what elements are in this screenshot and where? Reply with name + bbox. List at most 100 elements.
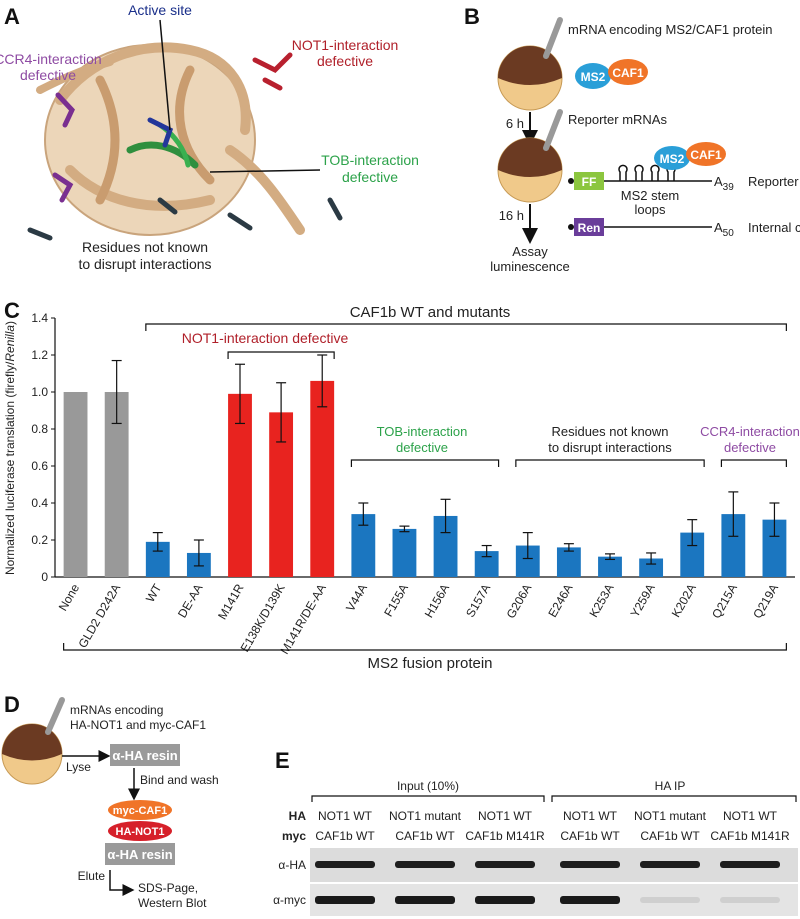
x-tick-label: DE-AA: [175, 582, 205, 621]
band-myc: [560, 896, 620, 904]
x-tick-label: Q219A: [750, 582, 781, 621]
caf1-protein: [608, 59, 648, 85]
protein-structure: [27, 42, 343, 241]
x-tick-label: None: [56, 581, 83, 613]
group-bracket: [145, 323, 787, 331]
band-ha: [720, 861, 780, 868]
mrnas-line1: mRNAs encoding: [70, 703, 163, 717]
resin-box-2: [105, 843, 175, 865]
a50-label: A50: [714, 220, 734, 239]
ren-label: Ren: [578, 221, 601, 235]
myc-caf1-protein: [108, 800, 172, 820]
lane-myc-label: CAF1b WT: [560, 829, 620, 843]
band-myc: [640, 897, 700, 903]
blot-myc: [310, 884, 798, 916]
reporter-mrnas-label: Reporter mRNAs: [568, 112, 667, 127]
not1-label-line1: NOT1-interaction: [292, 37, 399, 53]
y-tick-label: 0: [41, 570, 48, 584]
group-bracket: [350, 459, 500, 467]
input-label: Input (10%): [397, 779, 459, 793]
bar: [351, 514, 376, 577]
bar: [392, 528, 417, 577]
bar: [63, 392, 88, 577]
ms2-label-1: MS2: [581, 70, 606, 84]
bar: [310, 380, 335, 577]
x-tick-label: F155A: [381, 582, 411, 620]
group-tob-line1: TOB-interaction: [377, 424, 468, 439]
reporter-label: Reporter: [748, 174, 799, 189]
y-tick-label: 0.4: [31, 496, 48, 510]
panel-label-d: D: [4, 692, 20, 717]
lane-ha-label: NOT1 WT: [563, 809, 618, 823]
band-ha: [640, 861, 700, 868]
group-bracket: [720, 459, 787, 467]
bar: [639, 558, 664, 577]
group-other-line1: Residues not known: [551, 424, 668, 439]
bar: [145, 541, 170, 577]
x-tick-label: M141R: [215, 581, 247, 622]
y-tick-label: 1.2: [31, 348, 48, 362]
resin-label-1: α-HA resin: [112, 748, 177, 763]
bar: [556, 547, 581, 577]
lane-ha-label: NOT1 WT: [318, 809, 373, 823]
mrnas-line2: HA-NOT1 and myc-CAF1: [70, 718, 206, 732]
bar: [433, 515, 458, 577]
y-axis-label: Normalized luciferase translation (firef…: [3, 321, 17, 575]
other-label-line2: to disrupt interactions: [78, 256, 211, 272]
stem-loops: [618, 164, 676, 181]
resin-box-1: [110, 744, 180, 766]
haip-label: HA IP: [655, 779, 686, 793]
row-ha-label: HA: [289, 809, 307, 823]
not1-label-line2: defective: [317, 53, 373, 69]
y-tick-label: 0.6: [31, 459, 48, 473]
x-tick-label: WT: [143, 581, 165, 605]
bar: [104, 392, 129, 577]
bar: [680, 532, 705, 577]
lane-myc-label: CAF1b WT: [395, 829, 455, 843]
a39-label: A39: [714, 174, 734, 193]
x-tick-label: E246A: [545, 582, 575, 620]
group-tob-line2: defective: [396, 440, 448, 455]
bar: [515, 545, 540, 577]
group-ccr4-line1: CCR4-interaction: [700, 424, 800, 439]
bar: [598, 556, 622, 577]
ha-not1-label: HA-NOT1: [116, 826, 165, 838]
ccr4-label-line1: CCR4-interaction: [0, 51, 102, 67]
caf1-label-2: CAF1: [690, 148, 722, 162]
band-ha: [395, 861, 455, 868]
lane-ha-label: NOT1 WT: [478, 809, 533, 823]
tob-label-line2: defective: [342, 169, 398, 185]
active-site-label: Active site: [128, 2, 192, 18]
band-ha: [315, 861, 375, 868]
bar: [721, 514, 746, 577]
stem-label-line1: MS2 stem: [621, 188, 680, 203]
bind-wash-label: Bind and wash: [140, 773, 219, 787]
blot-bands: [315, 861, 780, 904]
x-tick-label: GLD2 D242A: [75, 582, 123, 651]
lane-myc-label: CAF1b M141R: [465, 829, 545, 843]
internal-control-label: Internal control: [748, 220, 800, 235]
elute-label: Elute: [78, 869, 106, 883]
bar: [228, 393, 252, 577]
y-tick-label: 0.8: [31, 422, 48, 436]
panel-label-a: A: [4, 4, 20, 29]
lane-myc-label: CAF1b WT: [640, 829, 700, 843]
x-tick-label: Y259A: [628, 582, 658, 620]
band-ha: [475, 861, 535, 868]
ms2-label-2: MS2: [660, 152, 685, 166]
group-caf1b-label: CAF1b WT and mutants: [350, 304, 511, 321]
lyse-label: Lyse: [66, 760, 91, 774]
ff-label: FF: [582, 175, 597, 189]
panel-label-b: B: [464, 4, 480, 29]
sds-line2: Western Blot: [138, 896, 207, 910]
mrna-label: mRNA encoding MS2/CAF1 protein: [568, 22, 772, 37]
band-myc: [315, 896, 375, 904]
band-myc: [720, 897, 780, 903]
stem-label-line2: loops: [634, 202, 666, 217]
lane-myc-label: CAF1b WT: [315, 829, 375, 843]
group-bracket: [515, 459, 705, 467]
x-tick-label: K253A: [586, 582, 616, 620]
row-myc-label: myc: [282, 829, 306, 843]
